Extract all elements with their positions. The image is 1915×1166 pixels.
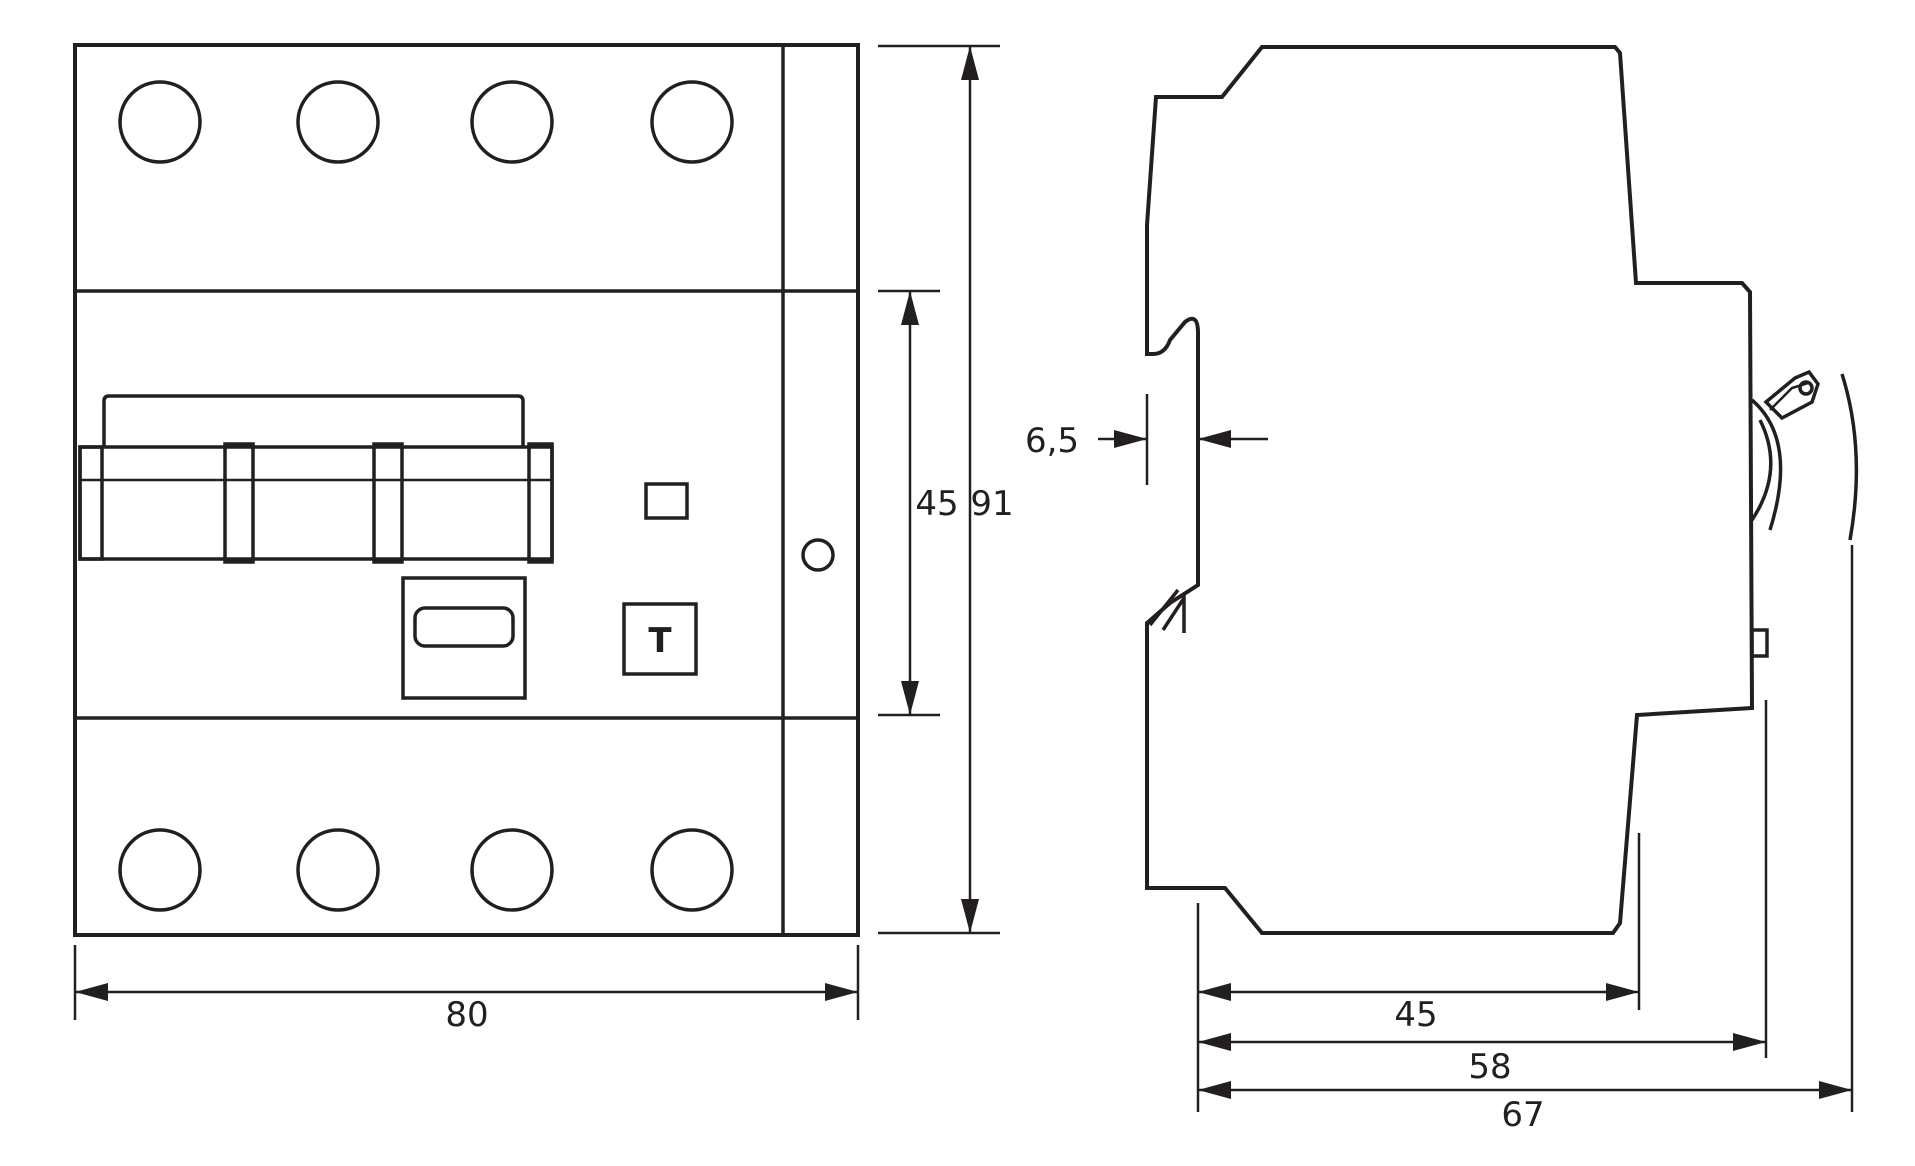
toggle-lever-block <box>78 394 554 564</box>
bottom-terminals <box>118 828 734 912</box>
dim-front-total-height: 91 <box>878 44 1014 935</box>
dim-side-depths: 45 58 67 <box>1196 545 1854 1135</box>
dim-label-91: 91 <box>970 484 1013 524</box>
dim-label-67: 67 <box>1501 1095 1544 1135</box>
test-button-side <box>1750 628 1769 658</box>
dim-label-6-5: 6,5 <box>1025 421 1079 461</box>
lever-handle-side <box>1763 369 1820 421</box>
test-button-frame <box>622 602 698 676</box>
side-profile-outline <box>1145 45 1755 935</box>
dim-label-45-side: 45 <box>1394 995 1437 1035</box>
indicator-slot <box>413 606 515 648</box>
front-outline <box>73 43 860 937</box>
terminal-screw-icon <box>296 828 380 912</box>
terminal-screw-icon <box>470 80 554 164</box>
terminal-screw-icon <box>650 80 734 164</box>
dim-front-width: 80 <box>73 945 860 1035</box>
lever-bar <box>78 445 554 561</box>
lever-pivot-icon <box>1798 380 1814 396</box>
terminal-screw-icon <box>118 828 202 912</box>
dim-label-58: 58 <box>1468 1047 1511 1087</box>
lever-cap <box>102 394 525 447</box>
terminal-screw-icon <box>118 80 202 164</box>
lever-clip <box>527 442 554 564</box>
status-window-icon <box>644 482 689 520</box>
side-view <box>1145 45 1859 935</box>
lever-clip <box>223 442 255 564</box>
lever-travel-arc <box>1840 373 1859 541</box>
test-button-glyph: T <box>648 621 672 661</box>
rail-clip-detail <box>1148 588 1186 633</box>
front-bulge <box>1750 398 1783 531</box>
dim-front-inner-height: 45 <box>878 289 959 717</box>
top-terminals <box>118 80 734 164</box>
dim-label-45-front: 45 <box>915 484 958 524</box>
seal-hole-icon <box>801 538 835 572</box>
lever-clip <box>78 445 104 561</box>
indicator-window <box>401 576 527 700</box>
indicator-frame <box>401 576 527 700</box>
terminal-screw-icon <box>650 828 734 912</box>
terminal-screw-icon <box>470 828 554 912</box>
dim-rail-clip: 6,5 <box>1025 394 1268 485</box>
front-view: T <box>73 43 860 937</box>
test-button: T <box>622 602 698 676</box>
terminal-screw-icon <box>296 80 380 164</box>
dim-label-80: 80 <box>445 995 488 1035</box>
lever-clip <box>372 442 404 564</box>
